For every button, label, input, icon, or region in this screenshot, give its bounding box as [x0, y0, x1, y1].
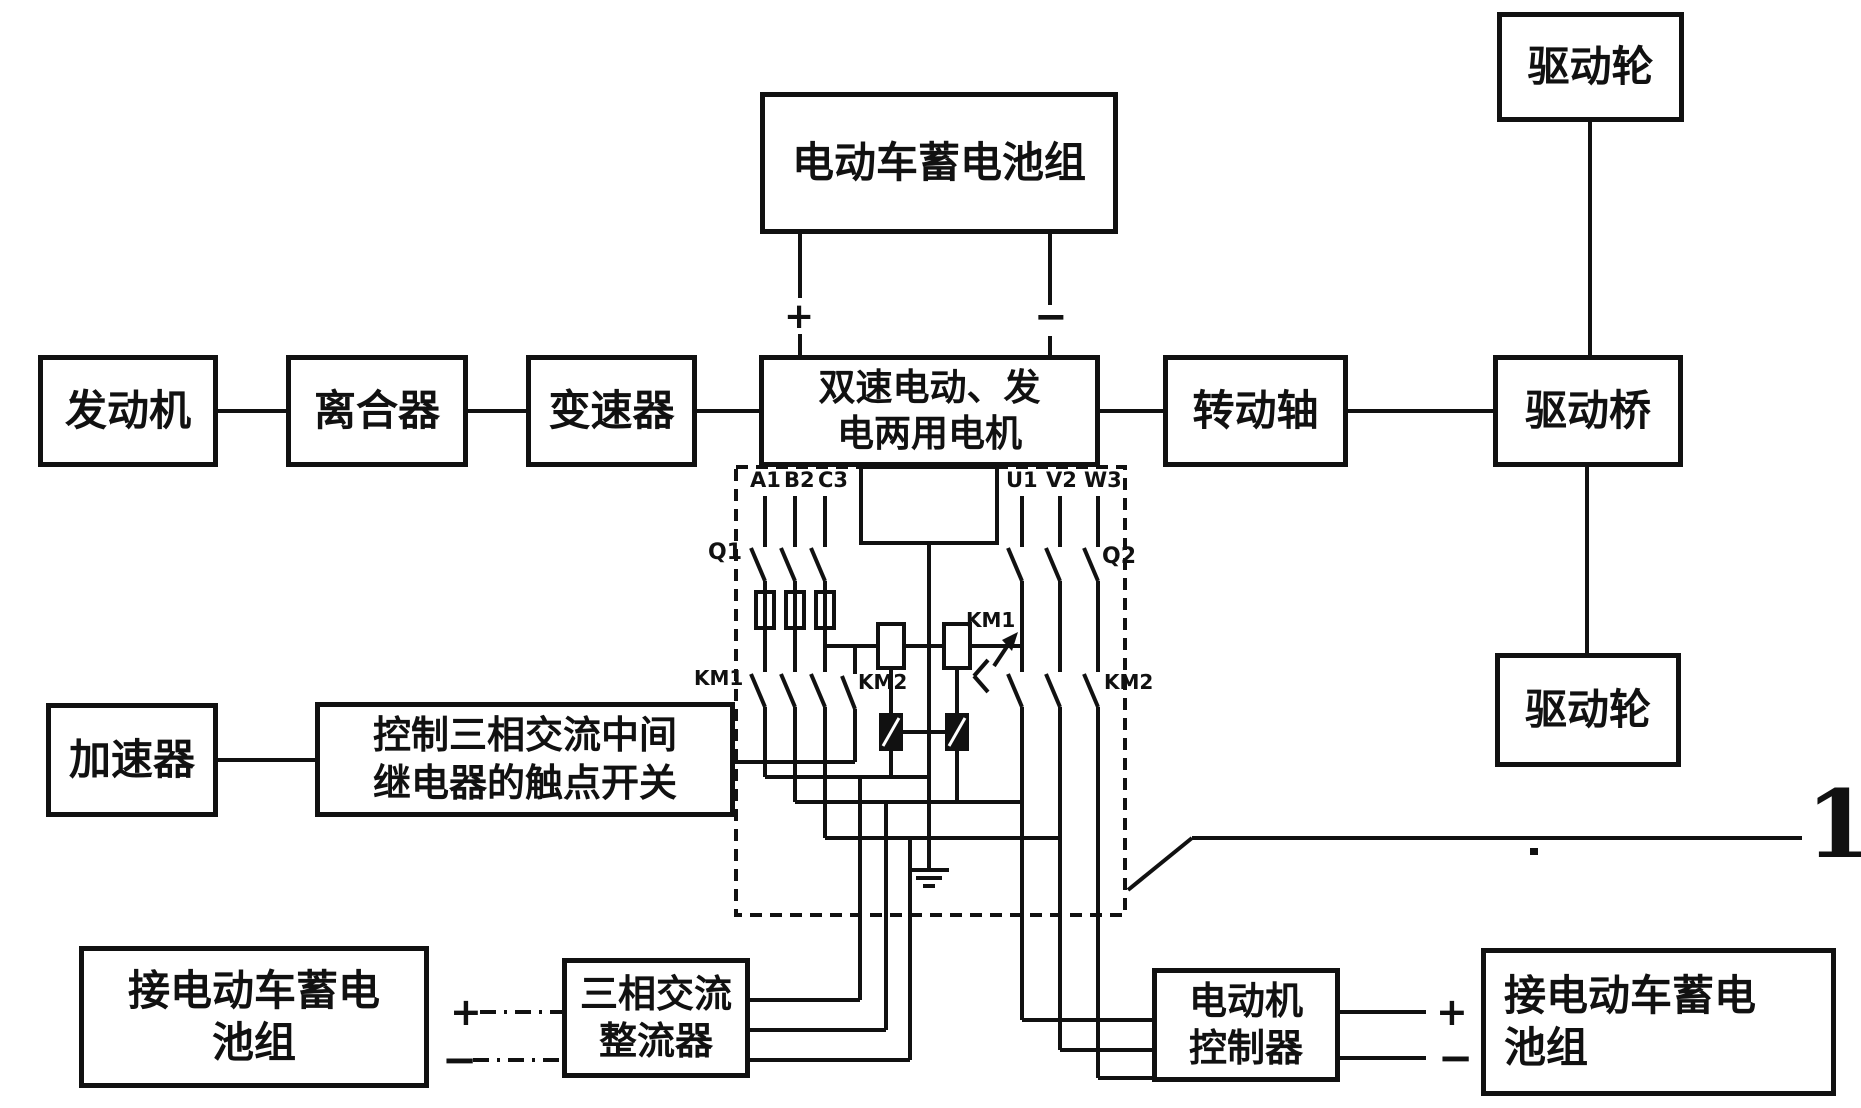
- relay-coil-branches: [879, 668, 969, 802]
- terminal-label-v2: V2: [1046, 468, 1077, 492]
- terminal-label-b2: B2: [784, 468, 815, 492]
- contactor-label-km2-right: KM2: [1104, 670, 1154, 694]
- switch-label-q2: Q2: [1102, 544, 1137, 569]
- block-engine: 发动机: [38, 355, 218, 467]
- reference-numeral-1: 1: [1806, 770, 1861, 880]
- block-ev-battery-pack-bottom-left: 接电动车蓄电 池组: [79, 946, 429, 1088]
- controller-feeders: [1022, 1018, 1152, 1080]
- terminal-label-w3: W3: [1084, 468, 1122, 492]
- block-rotating-shaft: 转动轴: [1163, 355, 1348, 467]
- terminal-label-u1: U1: [1006, 468, 1038, 492]
- plus-sign-battery-br: +: [1436, 990, 1468, 1034]
- contactor-label-km1-left: KM1: [694, 666, 744, 690]
- contactor-coil-1: [876, 622, 906, 670]
- motor-terminal-box: [859, 465, 999, 545]
- block-dual-speed-motor-generator: 双速电动、发 电两用电机: [759, 355, 1100, 467]
- block-connector-lines: [218, 122, 1592, 762]
- battery-br-leads: [1340, 1010, 1426, 1060]
- contactor-assembly-dashed-outline: [734, 465, 1127, 917]
- terminal-label-c3: C3: [818, 468, 849, 492]
- contactor-label-km2-left: KM2: [858, 670, 908, 694]
- contactor-label-km1-mid: KM1: [966, 608, 1016, 632]
- block-gearbox: 变速器: [526, 355, 697, 467]
- block-clutch: 离合器: [286, 355, 468, 467]
- minus-sign-battery-bl: −: [442, 1035, 478, 1084]
- bus-lines: [735, 760, 1060, 840]
- minus-sign-battery-br: −: [1438, 1033, 1474, 1082]
- block-ev-battery-pack-top: 电动车蓄电池组: [760, 92, 1118, 234]
- battery-top-leads: [798, 234, 1052, 355]
- ground-branch: [909, 543, 949, 888]
- block-drive-wheel-top: 驱动轮: [1497, 12, 1684, 122]
- battery-bl-leads: [473, 1010, 562, 1062]
- terminal-label-a1: A1: [750, 468, 781, 492]
- block-accelerator: 加速器: [46, 703, 218, 817]
- block-three-phase-rectifier: 三相交流 整流器: [562, 958, 750, 1078]
- plus-sign-battery-bl: +: [450, 990, 482, 1034]
- rectifier-feeders: [750, 777, 912, 1062]
- ref-leader-line: [1126, 836, 1802, 892]
- phase-lines-right: [1006, 496, 1100, 1078]
- block-drive-wheel-bottom: 驱动轮: [1495, 653, 1681, 767]
- dot-artifact: [1530, 848, 1538, 855]
- block-motor-controller: 电动机 控制器: [1152, 968, 1340, 1082]
- block-drive-axle: 驱动桥: [1493, 355, 1683, 467]
- block-ev-battery-pack-bottom-right: 接电动车蓄电 池组: [1481, 948, 1836, 1096]
- minus-sign-battery-top: −: [1034, 294, 1068, 340]
- switch-label-q1: Q1: [708, 540, 743, 565]
- km2-branch-left: [840, 646, 857, 762]
- plus-sign-battery-top: +: [784, 296, 815, 337]
- block-relay-contact-switch: 控制三相交流中间 继电器的触点开关: [315, 702, 735, 817]
- phase-lines-left: [749, 496, 836, 838]
